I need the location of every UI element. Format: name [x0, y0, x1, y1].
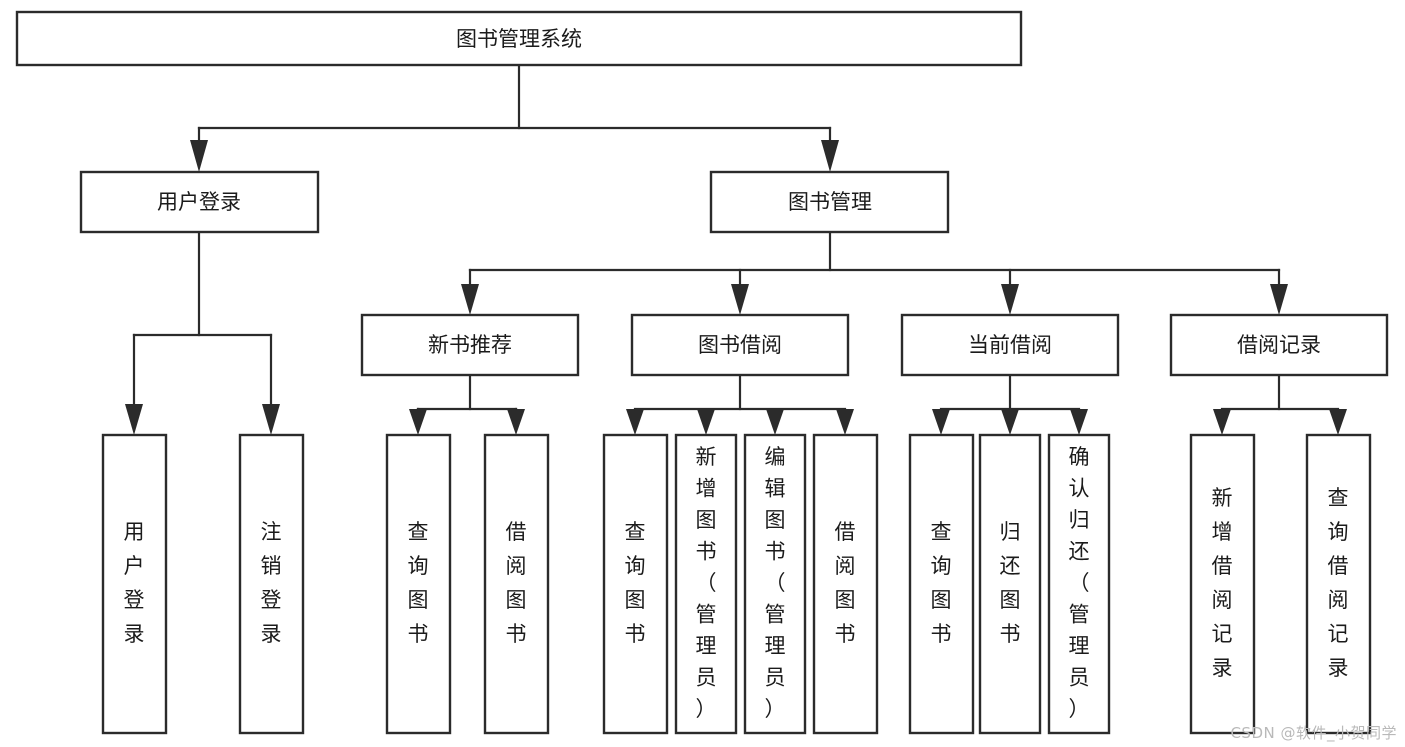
- node-current-borrow-box[interactable]: [900, 313, 1120, 377]
- leaf-node[interactable]: 新增借阅记录: [1189, 433, 1256, 735]
- leaf-borrow-book-1-box[interactable]: [483, 433, 550, 735]
- connector-layer: [125, 63, 1347, 435]
- leaf-borrow-book-2-label: 借阅图书: [835, 520, 856, 646]
- leaf-return-book-box[interactable]: [978, 433, 1042, 735]
- node-root-label: 图书管理系统: [456, 27, 582, 51]
- node-book-borrow-label: 图书借阅: [698, 333, 782, 357]
- leaf-borrow-book-2-box[interactable]: [812, 433, 879, 735]
- arrow-head-book-borrow: [731, 284, 749, 315]
- node-borrow-record-label: 借阅记录: [1237, 333, 1321, 357]
- leaf-node[interactable]: 用户登录: [101, 433, 168, 735]
- leaf-query-record-label: 查询借阅记录: [1328, 486, 1349, 680]
- leaf-node[interactable]: 编辑图书（管理员）: [743, 433, 807, 735]
- leaf-node[interactable]: 借阅图书: [483, 433, 550, 735]
- leaf-query-book-3-label: 查询图书: [931, 520, 952, 646]
- arrow-head-leaf-return-book: [1001, 409, 1019, 435]
- node-new-book-recommend[interactable]: 新书推荐: [360, 313, 580, 377]
- node-borrow-record[interactable]: 借阅记录: [1169, 313, 1389, 377]
- node-new-book-recommend-box[interactable]: [360, 313, 580, 377]
- arrow-head-borrow-record: [1270, 284, 1288, 315]
- arrow-head-leaf-add-book: [697, 409, 715, 435]
- node-book-management-box[interactable]: [709, 170, 950, 234]
- node-book-borrow-box[interactable]: [630, 313, 850, 377]
- leaf-query-book-1-label: 查询图书: [408, 520, 429, 646]
- leaf-query-record-box[interactable]: [1305, 433, 1372, 735]
- arrow-head-leaf-confirm-return: [1070, 409, 1088, 435]
- leaf-query-book-3-box[interactable]: [908, 433, 975, 735]
- leaf-node[interactable]: 确认归还（管理员）: [1047, 433, 1111, 735]
- node-borrow-record-box[interactable]: [1169, 313, 1389, 377]
- node-user-login-label: 用户登录: [157, 190, 241, 214]
- leaf-add-book-box[interactable]: [674, 433, 738, 735]
- arrow-head-leaf-query-book-1: [409, 409, 427, 435]
- node-root-box[interactable]: [15, 10, 1023, 67]
- arrow-head-leaf-user-login: [125, 404, 143, 435]
- arrow-head-user-login: [190, 140, 208, 172]
- leaf-edit-book-label: 编辑图书（管理员）: [765, 445, 786, 721]
- arrow-head-new-book-recommend: [461, 284, 479, 315]
- leaf-node[interactable]: 新增图书（管理员）: [674, 433, 738, 735]
- node-user-login-box[interactable]: [79, 170, 320, 234]
- leaf-node[interactable]: 借阅图书: [812, 433, 879, 735]
- leaf-query-book-1-box[interactable]: [385, 433, 452, 735]
- leaf-add-record-label: 新增借阅记录: [1212, 486, 1233, 680]
- arrow-head-leaf-query-book-2: [626, 409, 644, 435]
- arrow-head-leaf-logout-login: [262, 404, 280, 435]
- arrow-head-current-borrow: [1001, 284, 1019, 315]
- leaf-query-book-2-box[interactable]: [602, 433, 669, 735]
- node-book-management[interactable]: 图书管理: [709, 170, 950, 234]
- arrow-head-book-management: [821, 140, 839, 172]
- leaf-query-book-2-label: 查询图书: [625, 520, 646, 646]
- leaf-borrow-book-1-label: 借阅图书: [506, 520, 527, 646]
- arrow-head-leaf-query-book-3: [932, 409, 950, 435]
- leaf-add-record-box[interactable]: [1189, 433, 1256, 735]
- arrow-head-leaf-edit-book: [766, 409, 784, 435]
- leaf-return-book-label: 归还图书: [1000, 520, 1021, 646]
- leaf-user-login-label: 用户登录: [124, 520, 145, 646]
- leaf-confirm-return-box[interactable]: [1047, 433, 1111, 735]
- leaf-edit-book-box[interactable]: [743, 433, 807, 735]
- node-current-borrow[interactable]: 当前借阅: [900, 313, 1120, 377]
- leaf-node[interactable]: 归还图书: [978, 433, 1042, 735]
- node-user-login[interactable]: 用户登录: [79, 170, 320, 234]
- leaf-node[interactable]: 查询图书: [385, 433, 452, 735]
- node-new-book-recommend-label: 新书推荐: [428, 333, 512, 357]
- leaf-user-login-box[interactable]: [101, 433, 168, 735]
- leaf-add-book-label: 新增图书（管理员）: [696, 445, 717, 721]
- leaf-node[interactable]: 查询借阅记录: [1305, 433, 1372, 735]
- node-root[interactable]: 图书管理系统: [15, 10, 1023, 67]
- leaf-confirm-return-label: 确认归还（管理员）: [1069, 445, 1090, 721]
- leaf-logout-login-label: 注销登录: [261, 520, 282, 646]
- leaf-node[interactable]: 查询图书: [908, 433, 975, 735]
- leaf-logout-login-box[interactable]: [238, 433, 305, 735]
- arrow-head-leaf-query-record: [1329, 409, 1347, 435]
- node-book-management-label: 图书管理: [788, 190, 872, 214]
- leaf-node[interactable]: 查询图书: [602, 433, 669, 735]
- arrow-head-leaf-borrow-book-2: [836, 409, 854, 435]
- node-book-borrow[interactable]: 图书借阅: [630, 313, 850, 377]
- arrow-head-leaf-add-record: [1213, 409, 1231, 435]
- node-current-borrow-label: 当前借阅: [968, 333, 1052, 357]
- leaf-node[interactable]: 注销登录: [238, 433, 305, 735]
- watermark: CSDN @软件_小贺同学: [1230, 724, 1397, 742]
- arrow-head-leaf-borrow-book-1: [507, 409, 525, 435]
